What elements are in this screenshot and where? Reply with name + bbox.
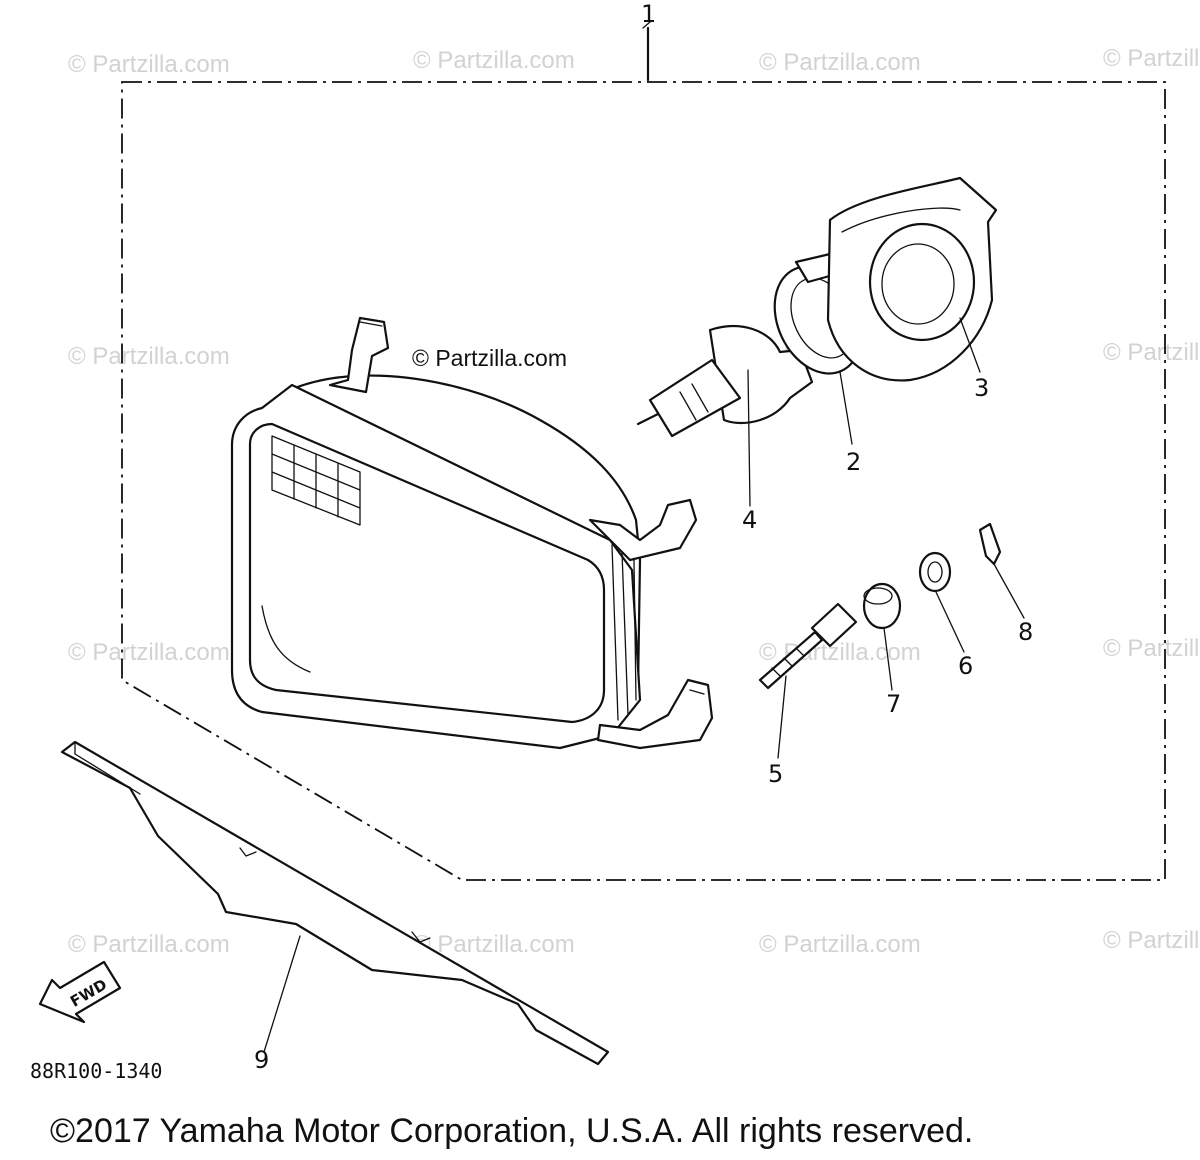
leader-lines bbox=[263, 317, 1025, 1053]
watermark: © Partzilla.com bbox=[1103, 635, 1200, 662]
callout-clip: 8 bbox=[1018, 618, 1033, 646]
watermark: © Partzilla.com bbox=[759, 931, 921, 958]
watermark: © Partzilla.com bbox=[1103, 927, 1200, 954]
cover-part bbox=[826, 176, 998, 382]
washer-part bbox=[918, 551, 952, 593]
callout-collar: 7 bbox=[886, 690, 901, 718]
copyright-text: ©2017 Yamaha Motor Corporation, U.S.A. A… bbox=[50, 1112, 973, 1150]
assembly-boundary bbox=[121, 21, 1166, 881]
watermark: © Partzilla.com bbox=[68, 343, 230, 370]
callout-screw: 5 bbox=[768, 760, 783, 788]
watermark: © Partzilla.com bbox=[68, 639, 230, 666]
callout-cover: 3 bbox=[974, 374, 989, 402]
watermark: © Partzilla.com bbox=[759, 49, 921, 76]
headlight-housing bbox=[230, 316, 714, 750]
callout-bracket: 9 bbox=[254, 1046, 269, 1074]
callout-assembly: 1 bbox=[641, 0, 656, 28]
fwd-arrow-icon: FWD bbox=[38, 960, 122, 1024]
watermark: © Partzilla.com bbox=[68, 51, 230, 78]
callout-socket: 2 bbox=[846, 448, 861, 476]
diagram-code: 88R100-1340 bbox=[30, 1059, 162, 1083]
watermark: © Partzilla.com bbox=[1103, 339, 1200, 366]
clip-part bbox=[978, 522, 1002, 566]
bracket-part bbox=[60, 740, 610, 1066]
callout-bulb: 4 bbox=[742, 506, 757, 534]
watermark: © Partzilla.com bbox=[68, 931, 230, 958]
screw-part bbox=[758, 602, 858, 690]
watermark: © Partzilla.com bbox=[1103, 45, 1200, 72]
center-watermark: © Partzilla.com bbox=[412, 345, 567, 371]
callout-washer: 6 bbox=[958, 652, 973, 680]
callouts: 1 2 3 4 5 6 7 8 9 bbox=[254, 0, 1033, 1074]
watermark: © Partzilla.com bbox=[413, 47, 575, 74]
collar-part bbox=[862, 582, 902, 630]
